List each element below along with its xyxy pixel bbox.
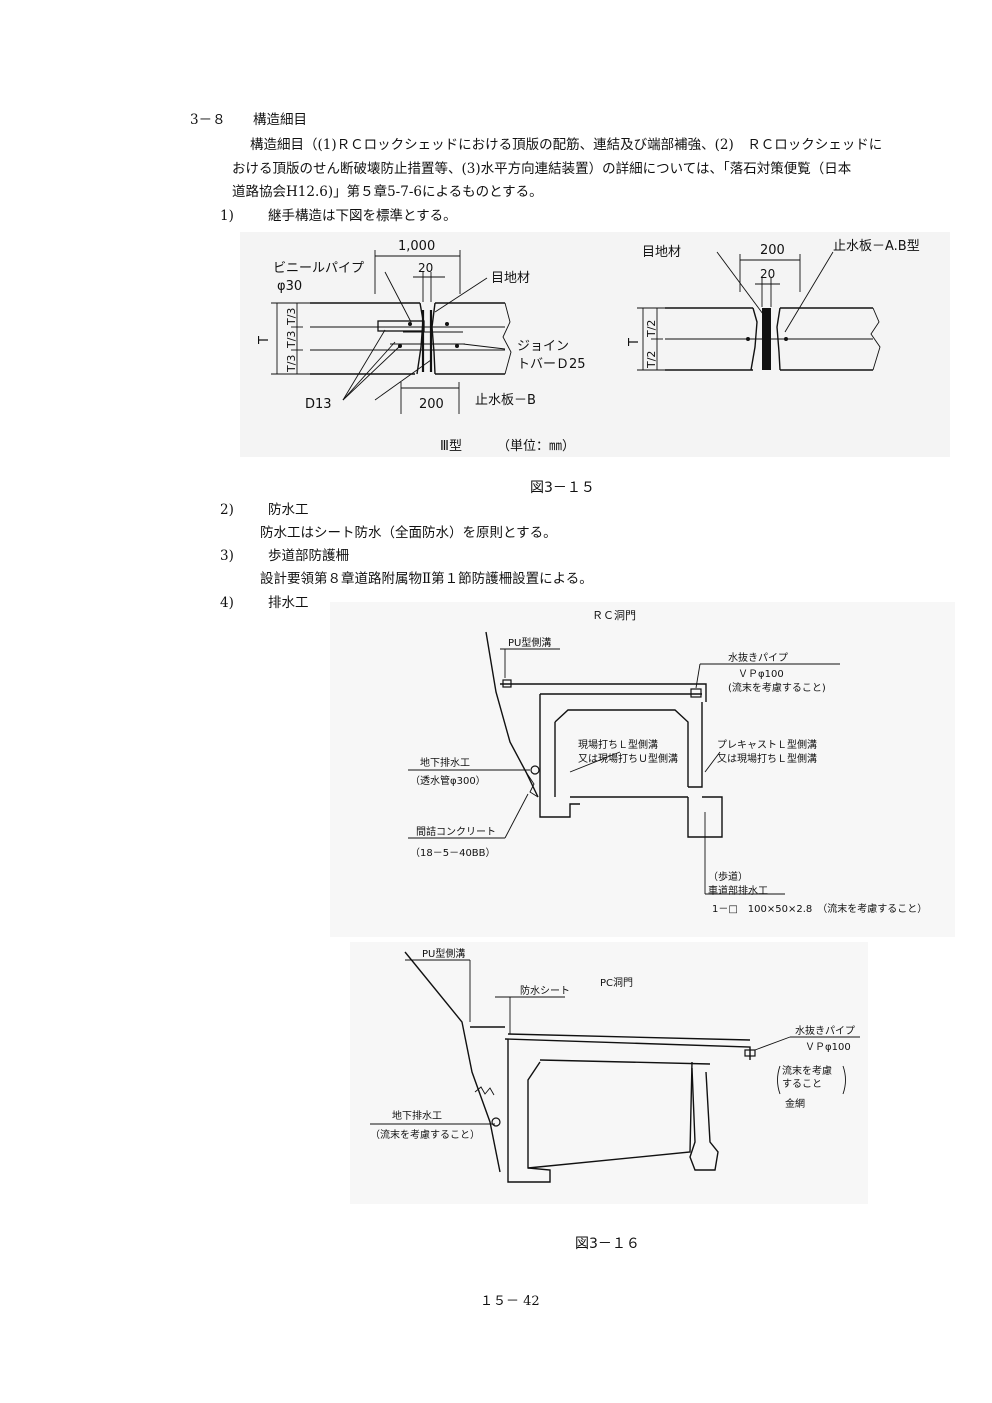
pc-drain-pipe-label: 水抜きパイプ [795,1024,855,1037]
rc-cast-l-ditch-1: 現場打ちＬ型側溝 [578,738,658,751]
item-2-number: 2) [220,502,234,518]
pc-underground-drain-1: 地下排水工 [392,1109,442,1122]
rc-drain-pipe-label: 水抜きパイプ [728,651,788,664]
rc-drain-pipe-size: ＶＰφ100 [738,669,784,680]
third-label-2: T/3 [285,331,298,349]
unit-label: （単位：㎜） [497,438,575,454]
figure-background [240,232,950,457]
item-4-title: 排水工 [268,595,309,611]
page-number: １５－ 42 [480,1294,540,1309]
figure-3-15-caption: 図3－１５ [530,480,595,496]
rc-filler-concrete-2: （18－5－40BB） [410,847,496,859]
pc-drain-pipe-size: ＶＰφ100 [805,1042,851,1053]
right-joint-material-label: 目地材 [642,245,681,260]
rc-precast-l-ditch-1: プレキャストＬ型側溝 [717,738,817,751]
half-label-2: T/2 [645,351,658,369]
joint-material-label: 目地材 [491,271,530,286]
rc-roadway-drain-spec: 1－□ 100×50×2.8 （流末を考慮すること） [712,902,927,915]
joint-bar-label-2: トバーＤ25 [517,357,586,372]
left-joint-diagram: 1,000 20 ビニールパイプ φ30 目地材 T T/3 T/3 T/3 ジ… [257,239,586,414]
item-3-title: 歩道部防護柵 [268,548,349,564]
right-joint-diagram: 目地材 200 20 止水板－A.B型 T T/2 T/2 [627,239,920,371]
right-dim-20-label: 20 [760,267,775,281]
pc-waterproof-sheet-label: 防水シート [520,984,570,997]
intro-line-3: 道路協会H12.6)」第５章5-7-6によるものとする。 [232,184,543,200]
right-dim-200-label: 200 [760,243,785,258]
vinyl-pipe-label: ビニールパイプ [273,261,364,276]
section-title: 構造細目 [253,112,307,128]
dim-1000-label: 1,000 [398,239,435,254]
item-1-title: 継手構造は下図を標準とする。 [268,208,457,224]
type-label: Ⅲ型 [440,439,462,454]
rc-cast-l-ditch-2: 又は現場打ちＵ型側溝 [578,752,678,765]
pc-mesh-label: 金網 [785,1097,805,1110]
half-label-1: T/2 [645,320,658,338]
joint-bar-label-1: ジョイン [517,339,569,354]
rc-underground-drain-2: （透水管φ300） [410,774,486,787]
pc-note-1: 流末を考慮 [782,1064,832,1077]
third-label-1: T/3 [285,308,298,326]
stop-plate-b-label: 止水板－B [475,393,536,408]
thickness-t-label: T [257,336,272,345]
pc-note-2: すること [782,1078,822,1090]
item-2-title: 防水工 [268,502,309,518]
rc-underground-drain-1: 地下排水工 [420,756,470,769]
rc-pu-ditch-label: PU型側溝 [508,636,551,649]
figure-3-16-caption: 図3－１６ [575,1236,640,1252]
intro-line-2: おける頂版のせん断破壊防止措置等、(3)水平方向連結装置）の詳細については、「落… [232,161,852,177]
joint-structure-figure: 1,000 20 ビニールパイプ φ30 目地材 T T/3 T/3 T/3 ジ… [240,232,950,457]
item-4-number: 4) [220,595,234,611]
d13-label: D13 [305,397,332,412]
pc-pu-ditch-label: PU型側溝 [422,947,465,960]
item-1-number: 1) [220,208,234,224]
pc-underground-drain-2: （流末を考慮すること） [370,1128,480,1141]
dim-200-label: 200 [419,397,444,412]
right-thickness-t-label: T [627,338,642,347]
rc-figure-background [330,602,955,937]
pipe-size-label: φ30 [277,279,302,294]
item-3-number: 3) [220,548,234,564]
stop-plate-ab-label: 止水板－A.B型 [833,239,920,254]
rc-sidewalk-label: （歩道） [708,870,748,883]
rc-drain-pipe-note: (流末を考慮すること) [728,681,826,694]
item-2-body: 防水工はシート防水（全面防水）を原則とする。 [260,525,557,541]
item-3-body: 設計要領第８章道路附属物Ⅱ第１節防護柵設置による。 [260,571,593,587]
rc-precast-l-ditch-2: 又は現場打ちＬ型側溝 [717,752,817,765]
pc-rock-shed-drainage-figure: PC洞門 PU型側溝 防水シート 水抜きパイプ ＶＰφ100 流末を考慮 するこ… [350,942,868,1204]
pc-title: PC洞門 [600,977,633,989]
rc-title: ＲＣ洞門 [592,609,636,622]
third-label-3: T/3 [285,355,298,373]
dim-20-label: 20 [418,261,433,275]
rc-roadway-drain-label: 車道部排水工 [708,884,768,897]
intro-line-1: 構造細目（(1)ＲＣロックシェッドにおける頂版の配筋、連結及び端部補強、(2) … [250,137,883,153]
rc-filler-concrete-1: 間詰コンクリート [416,825,496,838]
section-number: 3－８ [190,112,226,128]
rc-rock-shed-drainage-figure: ＲＣ洞門 PU型側溝 水抜きパイプ ＶＰφ100 (流末を考慮すること) 現場打… [330,602,955,937]
